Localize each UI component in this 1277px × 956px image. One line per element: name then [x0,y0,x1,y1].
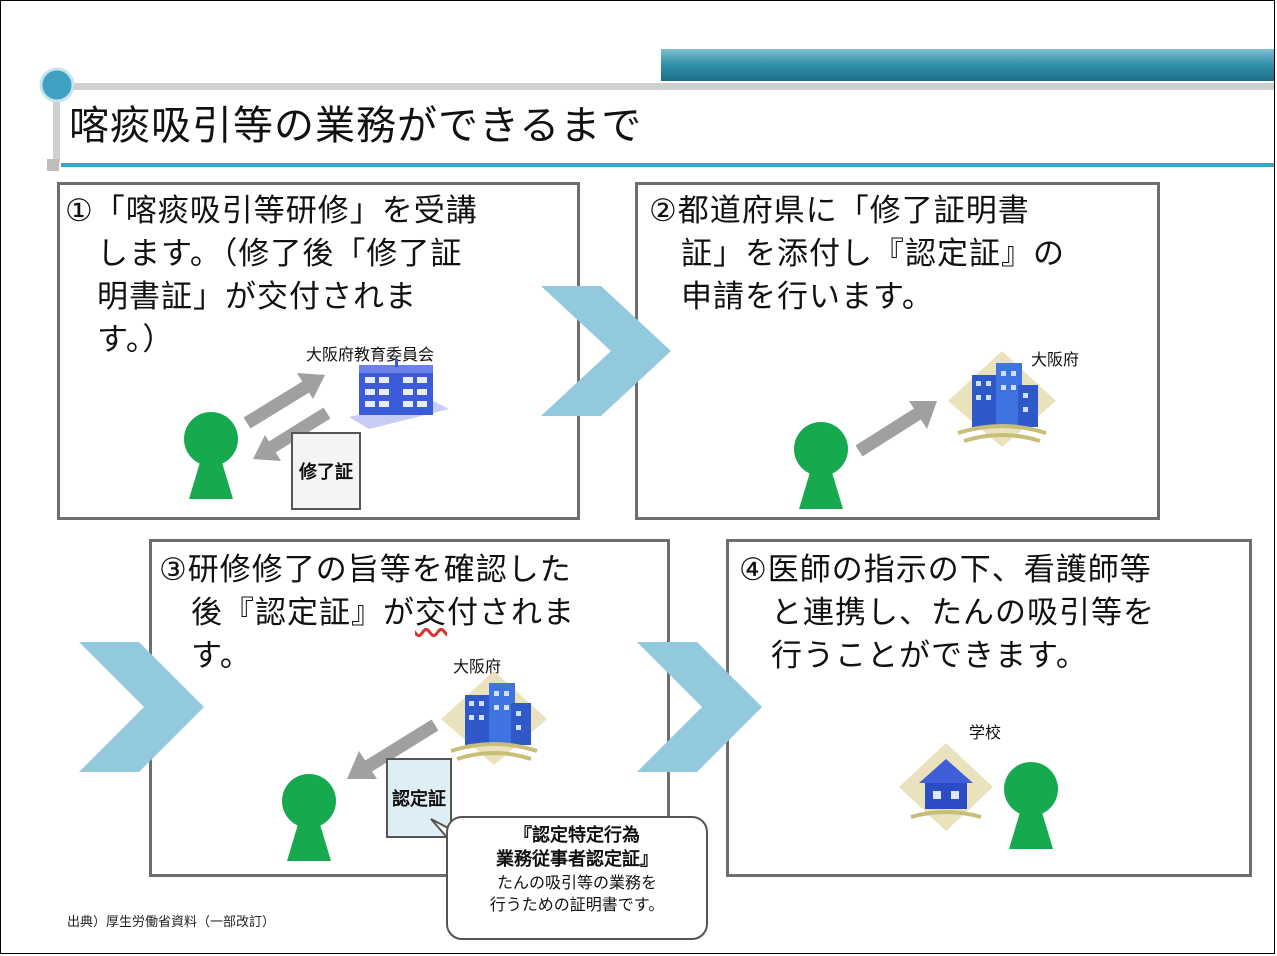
step4-place-label: 学校 [969,723,1002,742]
callout-desc-line: たんの吸引等の業務を [496,873,657,892]
callout-desc-line: 行うための証明書です。 [489,895,665,914]
step4-line: と連携し、たんの吸引等を [739,595,1155,631]
office-building-icon [441,671,547,765]
certification-label: 認定証 [392,789,446,810]
office-building-icon [948,351,1056,447]
step3-line-part: 交 [415,595,447,631]
step4-text: ④医師の指示の下、看護師等 と連携し、たんの吸引等を 行うことができます。 [739,549,1155,678]
step1-line: ①「喀痰吸引等研修」を受講 [65,193,478,229]
header-band [661,49,1274,81]
step2-box [635,182,1160,520]
step1-text: ①「喀痰吸引等研修」を受講 します。（修了後「修了証 明書証」が交付されま す。… [65,190,478,362]
callout-title-line: 『認定特定行為 [514,825,640,846]
chevron-arrow-3 [637,642,762,772]
person-icon [1004,762,1058,849]
step2-text: ②都道府県に「修了証明書 証」を添付し『認定証』の 申請を行います。 [649,190,1065,319]
step2-line: ②都道府県に「修了証明書 [649,193,1030,229]
step3-line: 後『認定証』が交付されま [159,592,575,635]
chevron-arrow-2 [79,642,204,772]
step3-line-part: 付されま [447,595,575,631]
school-building-icon [349,359,449,429]
header-decoration [39,49,1274,171]
person-icon [282,774,336,861]
header-teal-line [61,163,1274,167]
arrow-to-org-icon [243,373,331,461]
source-note: 出典）厚生労働省資料（一部改訂） [67,915,276,930]
step2-line: 証」を添付し『認定証』の [649,236,1065,272]
step4-line: 行うことができます。 [739,638,1088,674]
house-icon [899,743,993,831]
step1-line: します。（修了後「修了証 [65,236,463,272]
step3-org-label: 大阪府 [453,657,502,676]
certificate-document-icon: 修了証 [291,432,361,510]
certificate-label: 修了証 [299,462,353,483]
step1-org-label: 大阪府教育委員会 [306,345,435,364]
certificate-callout: 『認定特定行為 業務従事者認定証』 たんの吸引等の業務を 行うための証明書です。 [446,816,708,940]
header-gray-line [61,83,1274,90]
step3-line: す。 [159,638,252,674]
title-bullet-circle [39,67,75,103]
step4-line: ④医師の指示の下、看護師等 [739,552,1152,588]
title-left-bar [53,89,60,163]
step1-line: す。） [65,322,175,358]
person-icon [794,422,848,509]
arrow-from-office-icon [347,719,439,779]
title-corner-square [47,159,59,171]
person-icon [184,412,238,499]
step1-line: 明書証」が交付されま [65,279,417,315]
arrow-to-office-icon [855,401,937,457]
step2-org-label: 大阪府 [1031,350,1080,369]
step3-text: ③研修修了の旨等を確認した 後『認定証』が交付されま す。 [159,549,575,678]
step4-box [726,539,1252,877]
chevron-arrow-1 [541,286,671,416]
step3-line: ③研修修了の旨等を確認した [159,552,572,588]
callout-title-line: 業務従事者認定証』 [496,849,658,870]
step2-line: 申請を行います。 [649,279,934,315]
page-title: 喀痰吸引等の業務ができるまで [69,103,643,149]
step3-line-part: 後『認定証』が [159,595,415,631]
